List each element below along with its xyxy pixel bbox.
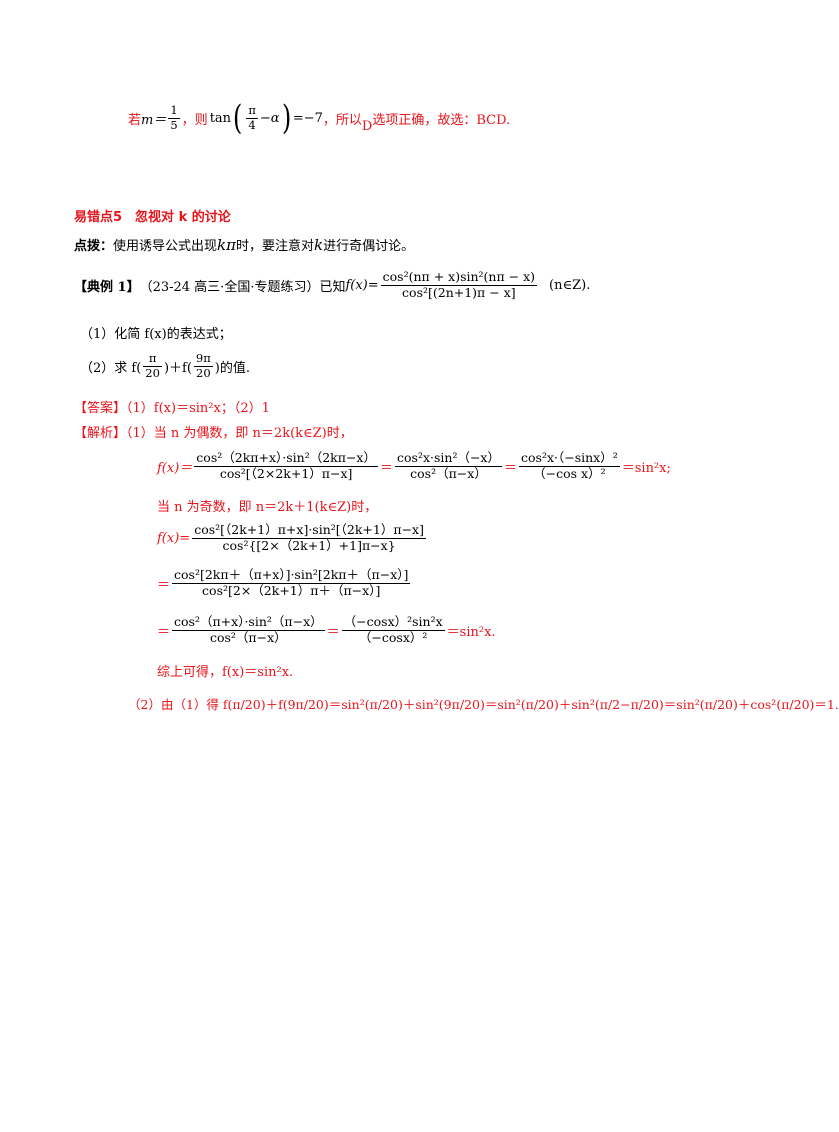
top-m-fraction: 1 5: [168, 103, 180, 132]
answer-text: （1）f(x)＝sin²x；（2）1: [126, 401, 270, 416]
q2-n1: π: [143, 352, 162, 367]
top-lparen: (: [233, 98, 243, 138]
section-title: 易错点5 忽视对 k 的讨论: [74, 210, 231, 225]
summary-line: 综上可得，f(x)＝sin²x.: [157, 665, 294, 680]
equation-3: ＝ cos²[2kπ＋（π+x）]·sin²[2kπ＋（π−x）] cos²[2…: [157, 563, 412, 603]
e2-den: cos²{[2×（2k+1）+1]π−x}: [222, 537, 396, 553]
answer-label: 【答案】: [74, 401, 127, 416]
e4-frac-2: （−cosx）²sin²x （−cosx）²: [341, 614, 445, 645]
e1-den: cos²[（2×2k+1）π−x]: [219, 465, 353, 481]
top-conclusion: 选项正确，故选：BCD.: [372, 112, 511, 128]
e2-lhs: f(x)=: [157, 530, 191, 546]
e1-n2: cos²x·sin²（−x）: [395, 450, 502, 467]
equation-4: ＝ cos²（π+x）·sin²（π−x） cos²（π−x） ＝ （−cosx…: [157, 610, 496, 650]
hint-b: 时，要注意对: [235, 239, 314, 254]
example-source: （23-24 高三·全国·专题练习）已知: [139, 279, 346, 295]
eq-sign: ＝: [379, 460, 393, 476]
question-1: （1）化简 f(x)的表达式；: [80, 327, 232, 342]
example-den: cos²[(2n+1)π − x]: [402, 284, 516, 300]
analysis-label: 【解析】: [74, 426, 127, 441]
top-frac-den: 4: [248, 117, 256, 132]
top-minus-alpha: −α: [259, 110, 280, 126]
e1-frac-2: cos²x·sin²（−x） cos²（π−x）: [395, 450, 502, 481]
top-then: ，则: [181, 112, 208, 128]
example-num: cos²(nπ + x)sin²(nπ − x): [380, 269, 538, 286]
top-line: 若 m＝ 1 5 ，则 tan ( π 4 −α ) =−7 ，所以 D 选项正…: [128, 98, 510, 138]
example-fraction: cos²(nπ + x)sin²(nπ − x) cos²[(2n+1)π − …: [380, 269, 538, 300]
eq-sign: ＝: [157, 624, 171, 640]
e1-end: ＝sin²x;: [621, 460, 671, 476]
hint-line: 点拨：使用诱导公式出现kπ时，要注意对k进行奇偶讨论。: [74, 235, 414, 254]
top-prefix: 若: [128, 112, 142, 128]
top-m-num: 1: [168, 103, 180, 119]
top-m-expr: m＝: [141, 112, 167, 128]
hint-c: 进行奇偶讨论。: [323, 239, 415, 254]
eq-sign: ＝: [157, 577, 171, 593]
e4-end: ＝sin²x.: [446, 624, 496, 640]
e2-frac: cos²[（2k+1）π+x]·sin²[（2k+1）π−x] cos²{[2×…: [192, 522, 426, 553]
e1-lhs: f(x)＝: [157, 460, 193, 476]
analysis-intro-text: （1）当 n 为偶数，即 n＝2k(k∈Z)时，: [126, 426, 353, 441]
odd-case: 当 n 为奇数，即 n＝2k＋1(k∈Z)时，: [157, 500, 378, 515]
q2-n2: 9π: [193, 351, 213, 367]
example-label: 【典例 1】: [74, 279, 140, 295]
top-m-den: 5: [170, 117, 178, 132]
analysis-intro: 【解析】（1）当 n 为偶数，即 n＝2k(k∈Z)时，: [74, 422, 353, 441]
top-tan: tan: [209, 110, 232, 126]
e4-frac-1: cos²（π+x）·sin²（π−x） cos²（π−x）: [172, 614, 325, 645]
q2-frac-2: 9π 20: [193, 351, 213, 380]
hint-kpi: kπ: [217, 236, 236, 254]
example-fx: f(x)=: [345, 277, 379, 293]
eq-sign: ＝: [326, 624, 340, 640]
q2-a: （2）求 f(: [80, 360, 142, 376]
top-so: ，所以: [322, 112, 362, 128]
example-cond: (n∈Z).: [549, 277, 591, 293]
q2-d2: 20: [196, 365, 211, 380]
equation-2: f(x)= cos²[（2k+1）π+x]·sin²[（2k+1）π−x] co…: [157, 518, 428, 558]
q2-frac-1: π 20: [143, 352, 162, 379]
e1-d2: cos²（π−x）: [410, 465, 487, 481]
top-frac-num: π: [246, 103, 258, 119]
e4-n2: （−cosx）²sin²x: [341, 614, 445, 631]
e3-frac: cos²[2kπ＋（π+x）]·sin²[2kπ＋（π−x）] cos²[2×（…: [172, 567, 411, 598]
e4-num: cos²（π+x）·sin²（π−x）: [172, 614, 325, 631]
top-result: =−7: [292, 110, 323, 126]
e1-frac-3: cos²x·（−sinx）² （−cos x）²: [519, 450, 620, 481]
top-opt-d: D: [361, 118, 373, 134]
answer-line: 【答案】（1）f(x)＝sin²x；（2）1: [74, 397, 270, 416]
e1-frac-1: cos²（2kπ+x）·sin²（2kπ−x） cos²[（2×2k+1）π−x…: [194, 450, 378, 481]
question-2: （2）求 f( π 20 )＋f( 9π 20 )的值.: [80, 348, 250, 384]
e2-num: cos²[（2k+1）π+x]·sin²[（2k+1）π−x]: [192, 522, 426, 539]
e1-n3: cos²x·（−sinx）²: [519, 450, 620, 467]
e3-num: cos²[2kπ＋（π+x）]·sin²[2kπ＋（π−x）]: [172, 567, 411, 584]
q2-d1: 20: [145, 365, 160, 380]
top-rparen: ): [281, 98, 291, 138]
hint-a: 使用诱导公式出现: [113, 239, 218, 254]
q2-c: )的值.: [214, 360, 250, 376]
hint-k: k: [314, 236, 324, 254]
q2-b: )＋f(: [163, 360, 192, 376]
e1-num: cos²（2kπ+x）·sin²（2kπ−x）: [194, 450, 378, 467]
part-2-line: （2）由（1）得 f(π/20)＋f(9π/20)＝sin²(π/20)＋sin…: [128, 697, 839, 712]
top-tan-fraction: π 4: [246, 104, 258, 131]
eq-sign: ＝: [503, 460, 517, 476]
e4-d2: （−cosx）²: [358, 629, 428, 645]
example-line: 【典例 1】 （23-24 高三·全国·专题练习）已知 f(x)= cos²(n…: [74, 262, 590, 308]
e3-den: cos²[2×（2k+1）π＋（π−x）]: [202, 582, 381, 598]
e1-d3: （−cos x）²: [533, 465, 606, 481]
equation-1: f(x)＝ cos²（2kπ+x）·sin²（2kπ−x） cos²[（2×2k…: [157, 446, 671, 486]
hint-label: 点拨：: [74, 239, 114, 254]
e4-den: cos²（π−x）: [209, 629, 287, 645]
